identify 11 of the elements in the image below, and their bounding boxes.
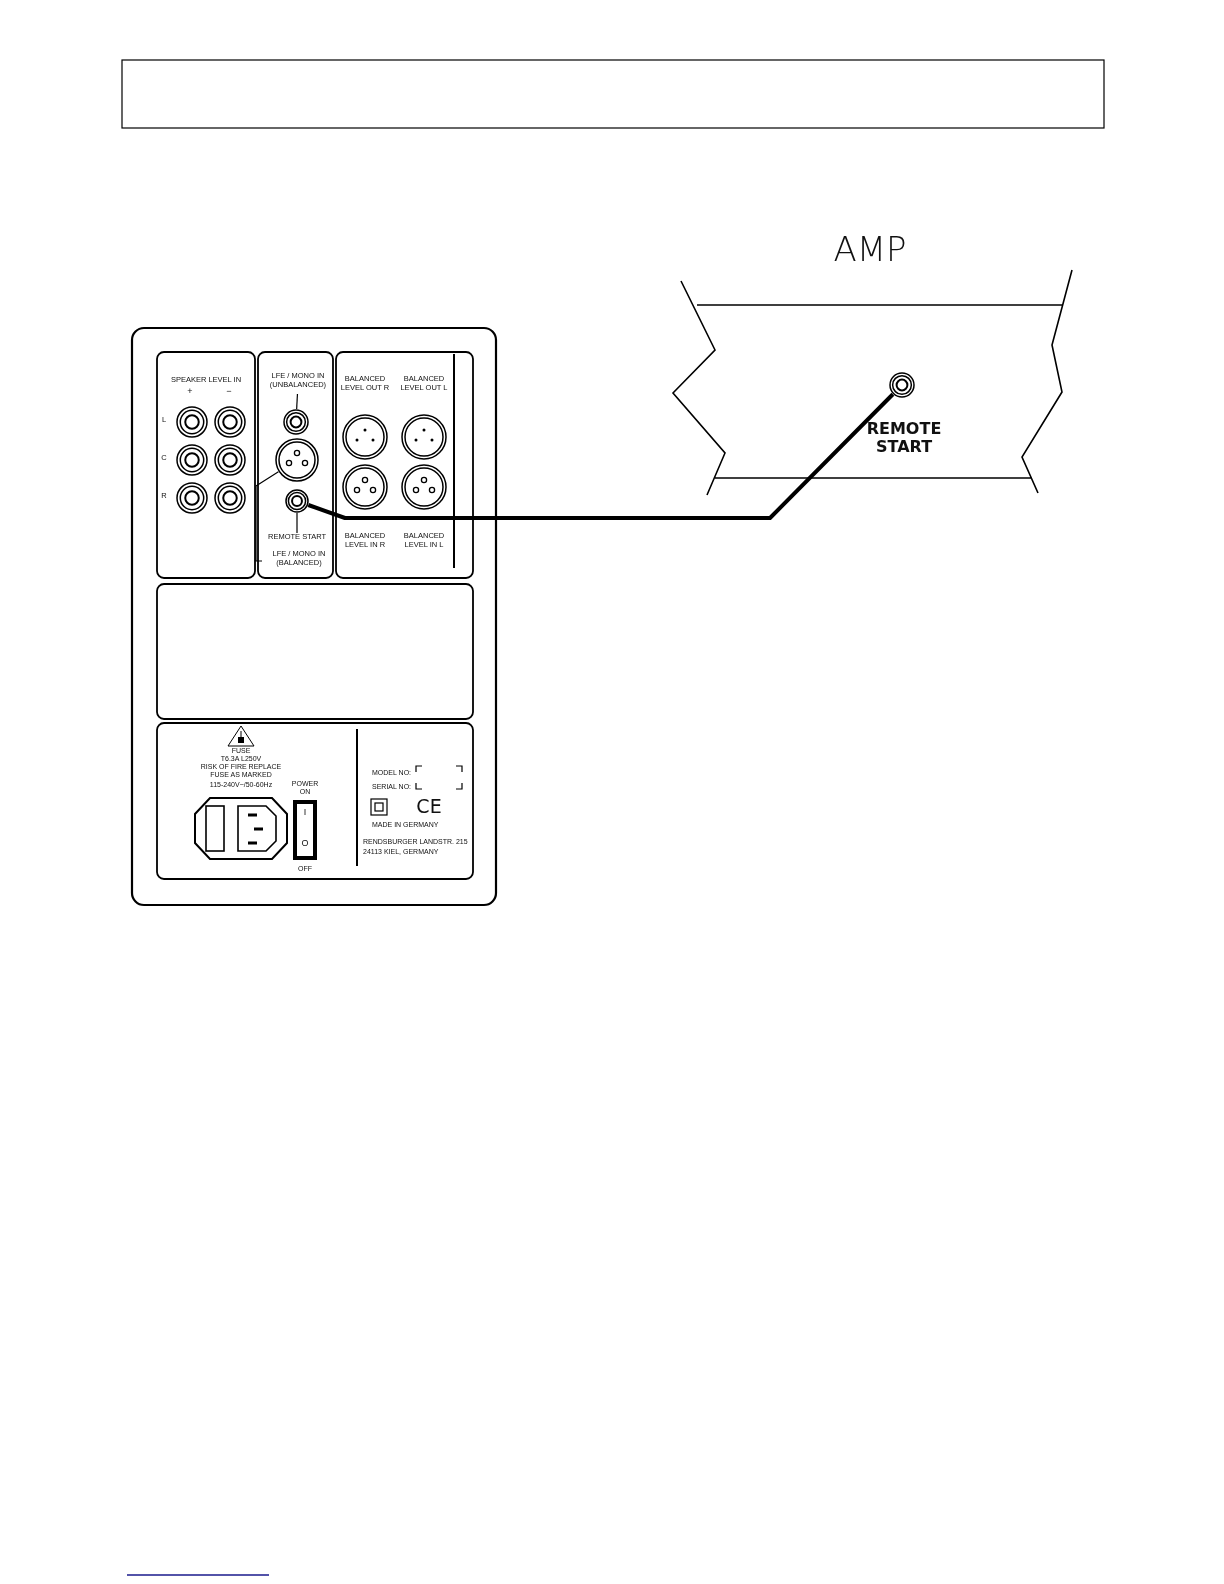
device-title: AMP xyxy=(832,230,908,270)
jack-label: REMOTE START xyxy=(865,420,943,457)
cable xyxy=(307,392,895,520)
switch-mark: O xyxy=(300,838,310,849)
leader-line xyxy=(296,512,298,534)
ce-mark: CE xyxy=(415,796,443,818)
leader-line xyxy=(255,471,280,562)
polarity-sign: − xyxy=(225,386,233,397)
polarity-sign: + xyxy=(186,386,194,397)
leader-line xyxy=(296,393,299,410)
switch-mark: I xyxy=(302,807,308,818)
